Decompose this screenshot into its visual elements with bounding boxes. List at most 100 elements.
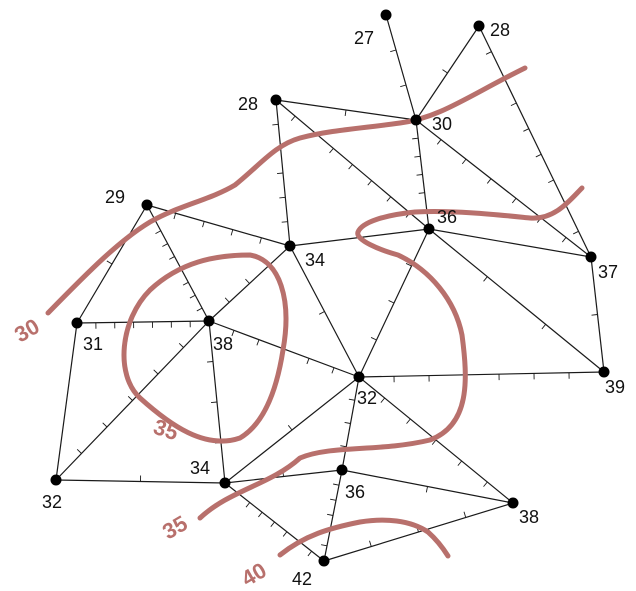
- station-point: [270, 94, 282, 106]
- edge-s6-s12: [428, 228, 605, 373]
- interval-tick: [318, 311, 325, 315]
- interval-tick: [436, 139, 442, 145]
- interval-tick: [206, 361, 214, 363]
- station-value-label: 32: [42, 492, 62, 512]
- interval-tick: [431, 439, 437, 445]
- interval-tick: [290, 115, 296, 122]
- interval-tick: [344, 109, 347, 117]
- station-point: [473, 20, 485, 32]
- edge-s9-s15: [55, 322, 78, 481]
- station-point: [585, 251, 597, 263]
- interval-tick: [367, 180, 372, 186]
- interval-tick: [418, 192, 425, 194]
- interval-tick: [511, 198, 517, 204]
- interval-tick: [369, 540, 372, 547]
- interval-tick: [127, 396, 133, 401]
- interval-tick: [523, 128, 529, 132]
- interval-tick: [281, 221, 288, 223]
- interval-tick: [425, 486, 428, 493]
- station-point: [203, 315, 215, 327]
- station-value-label: 39: [605, 377, 625, 397]
- contour-line-40: [277, 517, 451, 559]
- interval-tick: [153, 369, 159, 375]
- interval-tick: [189, 294, 196, 299]
- interval-tick: [106, 260, 113, 265]
- interval-tick: [414, 155, 421, 158]
- interval-tick: [245, 278, 250, 284]
- interval-tick: [321, 544, 328, 547]
- station-value-label: 28: [490, 20, 510, 40]
- station-value-label: 42: [292, 569, 312, 589]
- interval-tick: [386, 196, 392, 202]
- station-value-label: 28: [238, 94, 258, 114]
- interval-tick: [162, 243, 168, 247]
- interval-tick: [282, 531, 288, 537]
- interval-tick: [182, 281, 189, 286]
- interval-tick: [173, 213, 177, 220]
- contour-lines: [45, 65, 585, 559]
- interval-tick: [510, 102, 517, 107]
- interval-tick: [287, 425, 293, 431]
- interval-tick: [102, 422, 108, 428]
- interval-tick: [416, 174, 423, 176]
- interval-tick: [340, 445, 347, 448]
- station-value-label: 30: [432, 114, 452, 134]
- station-point: [219, 477, 231, 489]
- interval-tick: [390, 49, 397, 53]
- interval-tick: [155, 230, 161, 235]
- station-value-label: 34: [190, 458, 210, 478]
- interval-tick: [270, 521, 275, 527]
- station-value-label: 38: [519, 507, 539, 527]
- interval-tick: [178, 343, 184, 348]
- interval-tick: [388, 300, 395, 304]
- interval-tick: [245, 502, 251, 508]
- station-points: [50, 9, 610, 567]
- interval-tick: [231, 330, 235, 337]
- edge-s9-s10: [76, 320, 210, 324]
- interval-tick: [380, 397, 386, 403]
- interval-tick: [442, 69, 448, 74]
- interval-tick: [276, 172, 284, 175]
- interval-tick: [483, 481, 488, 487]
- station-point: [318, 555, 330, 567]
- interval-tick: [561, 237, 567, 243]
- edge-s2-s8: [478, 25, 592, 258]
- station-point: [423, 223, 435, 235]
- interval-tick: [258, 511, 263, 518]
- edge-s6-s8: [428, 228, 592, 258]
- interval-tick: [348, 164, 353, 170]
- interval-tick: [370, 337, 377, 341]
- station-value-label: 32: [357, 388, 377, 408]
- station-value-label: 36: [437, 207, 457, 227]
- station-value-label: 34: [305, 250, 325, 270]
- interval-tick: [224, 297, 230, 303]
- interval-tick: [457, 460, 463, 466]
- station-point: [284, 240, 296, 252]
- contour-line-35-outer: [197, 185, 585, 521]
- interval-tick: [210, 401, 218, 404]
- interval-tick: [348, 398, 355, 401]
- interval-tick: [331, 367, 335, 374]
- contour-line-35-loop: [121, 252, 289, 444]
- station-point: [598, 366, 610, 378]
- interval-tick: [463, 511, 467, 518]
- edge-s11-s12: [358, 371, 605, 378]
- interval-tick: [344, 421, 351, 424]
- interval-tick: [406, 418, 411, 424]
- interval-tick: [329, 148, 334, 154]
- triangulation-edges: [55, 14, 605, 562]
- interval-tick: [461, 158, 467, 165]
- interval-tick: [272, 123, 279, 126]
- interval-tick: [483, 276, 488, 282]
- interval-tick: [572, 230, 579, 235]
- interval-tick: [259, 237, 262, 244]
- station-value-label: 27: [354, 28, 374, 48]
- interval-tick: [541, 324, 547, 330]
- interval-tick: [486, 178, 492, 184]
- station-value-label: 37: [598, 262, 618, 282]
- interval-tick: [591, 314, 598, 316]
- station-value-label: 29: [105, 187, 125, 207]
- interval-tick: [169, 256, 175, 260]
- station-point: [410, 114, 422, 126]
